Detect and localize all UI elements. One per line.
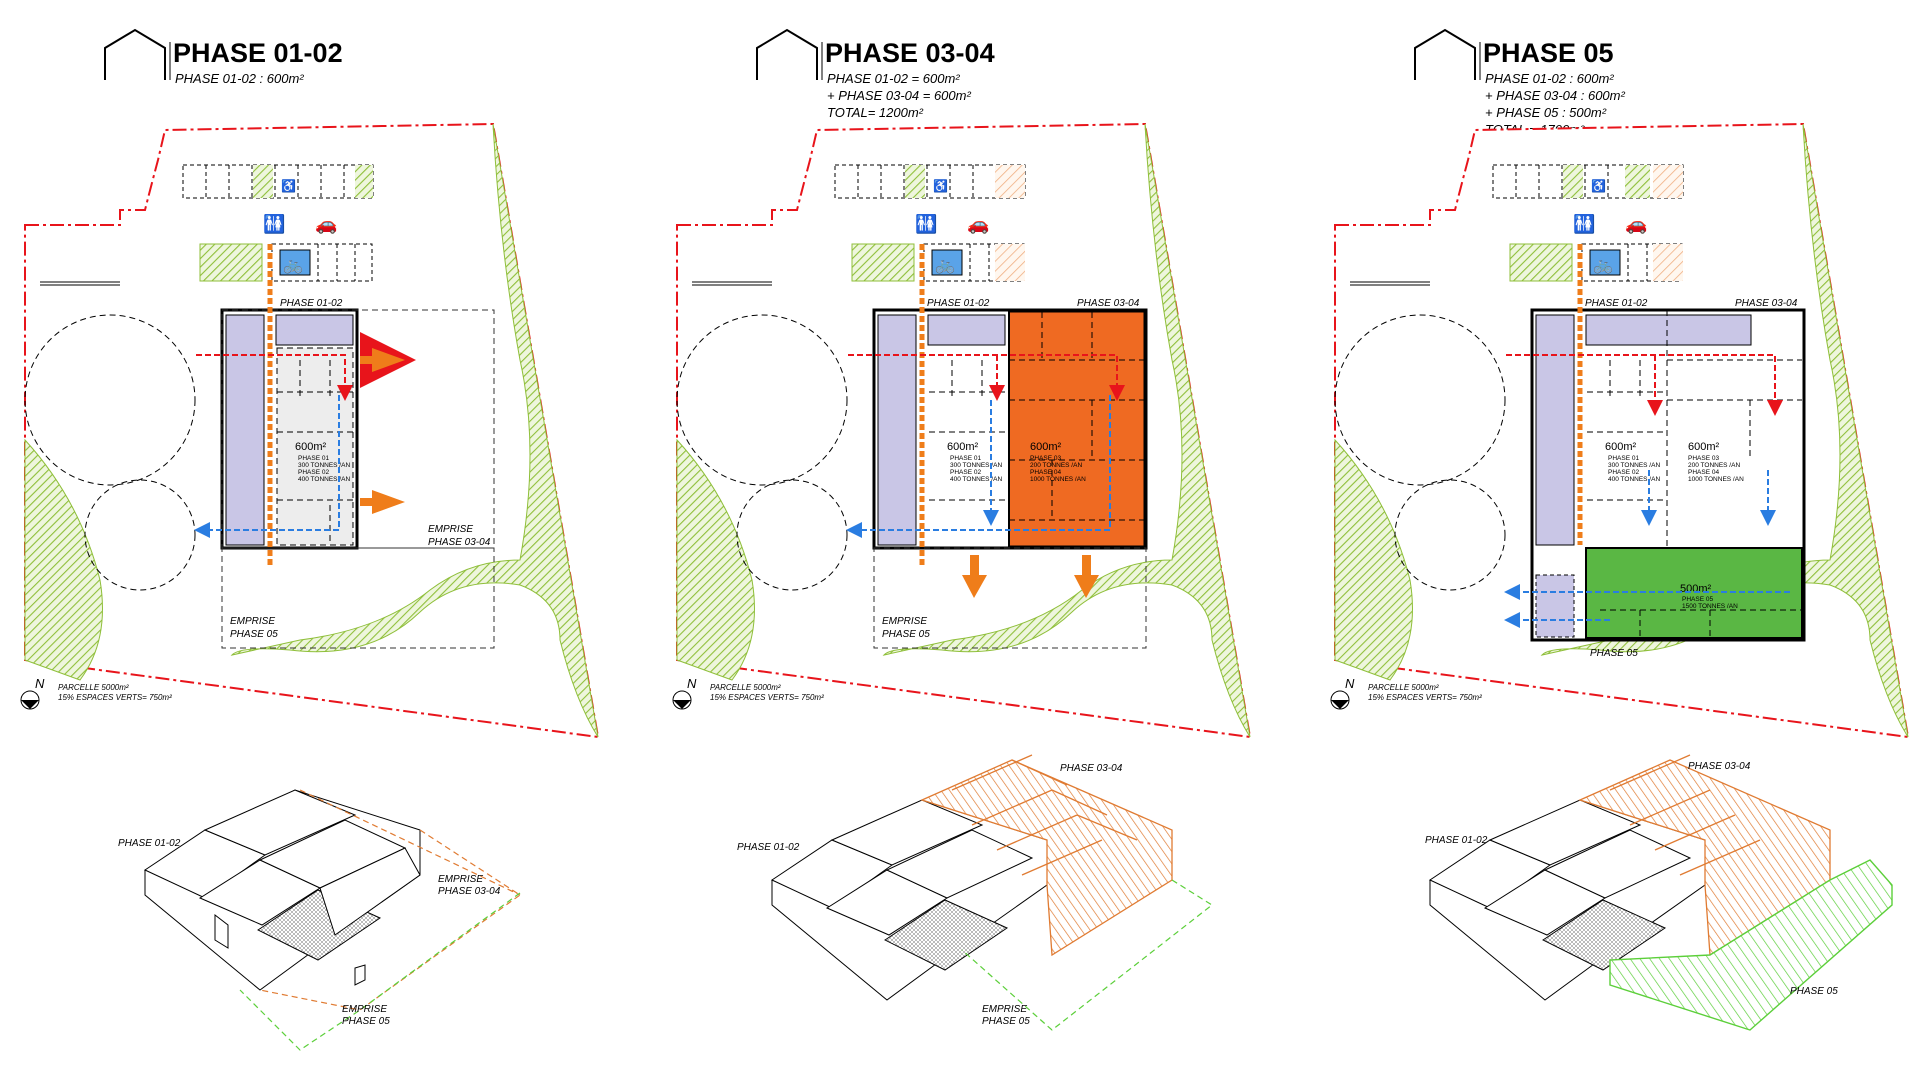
panel-title: PHASE 03-04: [825, 38, 995, 68]
block-line: PHASE 05: [1682, 596, 1713, 603]
car-icon: 🚗: [967, 214, 989, 234]
iso-label: PHASE 01-02: [1425, 835, 1488, 846]
accessible-icon: ♿: [1591, 179, 1606, 193]
north-arrow-icon: N: [1330, 676, 1355, 710]
toilet-icon: 🚻: [263, 213, 285, 234]
emprise-label: EMPRISE: [882, 616, 927, 627]
panel-subtitle-line: PHASE 01-02 : 600m²: [175, 71, 304, 86]
iso-label: EMPRISE: [438, 874, 483, 885]
iso-view: [1428, 799, 1706, 1001]
block-line: PHASE 01: [1608, 455, 1639, 462]
block-line: 300 TONNES /AN: [1608, 462, 1660, 469]
iso-view: [770, 799, 1048, 1001]
block-line: PHASE 03: [1030, 455, 1061, 462]
block-line: 400 TONNES /AN: [1608, 476, 1660, 483]
iso-label: PHASE 03-04: [1688, 761, 1751, 772]
bicycle-icon: 🚲: [1593, 257, 1613, 274]
iso-label: PHASE 03-04: [1060, 763, 1123, 774]
block-line: PHASE 01: [298, 455, 329, 462]
block-area: 600m²: [1605, 441, 1637, 453]
block-line: 1500 TONNES /AN: [1682, 603, 1738, 610]
block-area: 600m²: [295, 441, 327, 453]
block-area: 600m²: [947, 441, 979, 453]
plan-phase-label: PHASE 01-02: [1585, 298, 1648, 309]
block-line: 200 TONNES /AN: [1030, 462, 1082, 469]
emprise-label: EMPRISE: [230, 616, 275, 627]
block-line: PHASE 04: [1030, 469, 1061, 476]
accessible-icon: ♿: [281, 179, 296, 193]
parcelle-label: PARCELLE 5000m²: [710, 683, 781, 692]
parcelle-label: PARCELLE 5000m²: [1368, 683, 1439, 692]
block-line: PHASE 02: [1608, 469, 1639, 476]
parcelle-label: 15% ESPACES VERTS= 750m²: [1368, 693, 1482, 702]
parcelle-label: 15% ESPACES VERTS= 750m²: [58, 693, 172, 702]
panel-subtitle-line: + PHASE 03-04 : 600m²: [1485, 88, 1625, 103]
bicycle-icon: 🚲: [935, 257, 955, 274]
panel-phase-01-02: PHASE 01-02 PHASE 01-02 : 600m² 🚻 🚗 🚲 ♿ …: [20, 28, 599, 1051]
svg-text:N: N: [1345, 676, 1355, 691]
plan-phase-label: PHASE 01-02: [280, 298, 343, 309]
block-line: 400 TONNES /AN: [950, 476, 1002, 483]
iso-view: [143, 789, 421, 991]
emprise-label: PHASE 03-04: [428, 537, 491, 548]
emprise-label: PHASE 05: [230, 629, 278, 640]
plan-phase-label: PHASE 03-04: [1735, 298, 1798, 309]
block-line: 1000 TONNES /AN: [1688, 476, 1744, 483]
bicycle-icon: 🚲: [283, 257, 303, 274]
block-line: PHASE 01: [950, 455, 981, 462]
panel-subtitle-line: PHASE 01-02 : 600m²: [1485, 71, 1614, 86]
iso-label: PHASE 01-02: [737, 842, 800, 853]
car-icon: 🚗: [315, 214, 337, 234]
house-icon: [756, 28, 818, 80]
panel-subtitle-line: + PHASE 05 : 500m²: [1485, 105, 1607, 120]
panel-title: PHASE 01-02: [173, 38, 343, 68]
panel-subtitle-line: + PHASE 03-04 = 600m²: [827, 88, 971, 103]
north-arrow-icon: N: [672, 676, 697, 710]
north-arrow-icon: N: [20, 676, 45, 710]
block-area: 500m²: [1680, 583, 1712, 595]
block-area: 600m²: [1688, 441, 1720, 453]
panel-subtitle-line: PHASE 01-02 = 600m²: [827, 71, 960, 86]
iso-label: PHASE 03-04: [438, 886, 501, 897]
panel-phase-05: PHASE 05 PHASE 01-02 : 600m² + PHASE 03-…: [1330, 28, 1909, 1031]
block-line: PHASE 03: [1688, 455, 1719, 462]
block-line: PHASE 02: [950, 469, 981, 476]
iso-label: PHASE 05: [342, 1016, 390, 1027]
panel-subtitle-line: TOTAL= 1200m²: [827, 105, 924, 120]
parcelle-label: PARCELLE 5000m²: [58, 683, 129, 692]
accessible-icon: ♿: [933, 179, 948, 193]
iso-label: PHASE 05: [1790, 986, 1838, 997]
emprise-label: EMPRISE: [428, 524, 473, 535]
block-line: 300 TONNES /AN: [950, 462, 1002, 469]
svg-text:N: N: [35, 676, 45, 691]
block-area: 600m²: [1030, 441, 1062, 453]
iso-label: PHASE 05: [982, 1016, 1030, 1027]
block-line: 300 TONNES /AN: [298, 462, 350, 469]
block-line: 200 TONNES /AN: [1688, 462, 1740, 469]
block-line: 400 TONNES /AN: [298, 476, 350, 483]
iso-label: EMPRISE: [342, 1004, 387, 1015]
emprise-label: PHASE 05: [882, 629, 930, 640]
iso-label: PHASE 01-02: [118, 838, 181, 849]
plan-phase-label: PHASE 03-04: [1077, 298, 1140, 309]
svg-text:N: N: [687, 676, 697, 691]
block-line: PHASE 02: [298, 469, 329, 476]
panel-phase-03-04: PHASE 03-04 PHASE 01-02 = 600m² + PHASE …: [672, 28, 1251, 1031]
house-icon: [1414, 28, 1476, 80]
block-line: 1000 TONNES /AN: [1030, 476, 1086, 483]
car-icon: 🚗: [1625, 214, 1647, 234]
plan-phase-label: PHASE 05: [1590, 648, 1638, 659]
parcelle-label: 15% ESPACES VERTS= 750m²: [710, 693, 824, 702]
block-line: PHASE 04: [1688, 469, 1719, 476]
panel-title: PHASE 05: [1483, 38, 1614, 68]
iso-label: EMPRISE: [982, 1004, 1027, 1015]
toilet-icon: 🚻: [915, 213, 937, 234]
plan-phase-label: PHASE 01-02: [927, 298, 990, 309]
toilet-icon: 🚻: [1573, 213, 1595, 234]
house-icon: [104, 28, 166, 80]
